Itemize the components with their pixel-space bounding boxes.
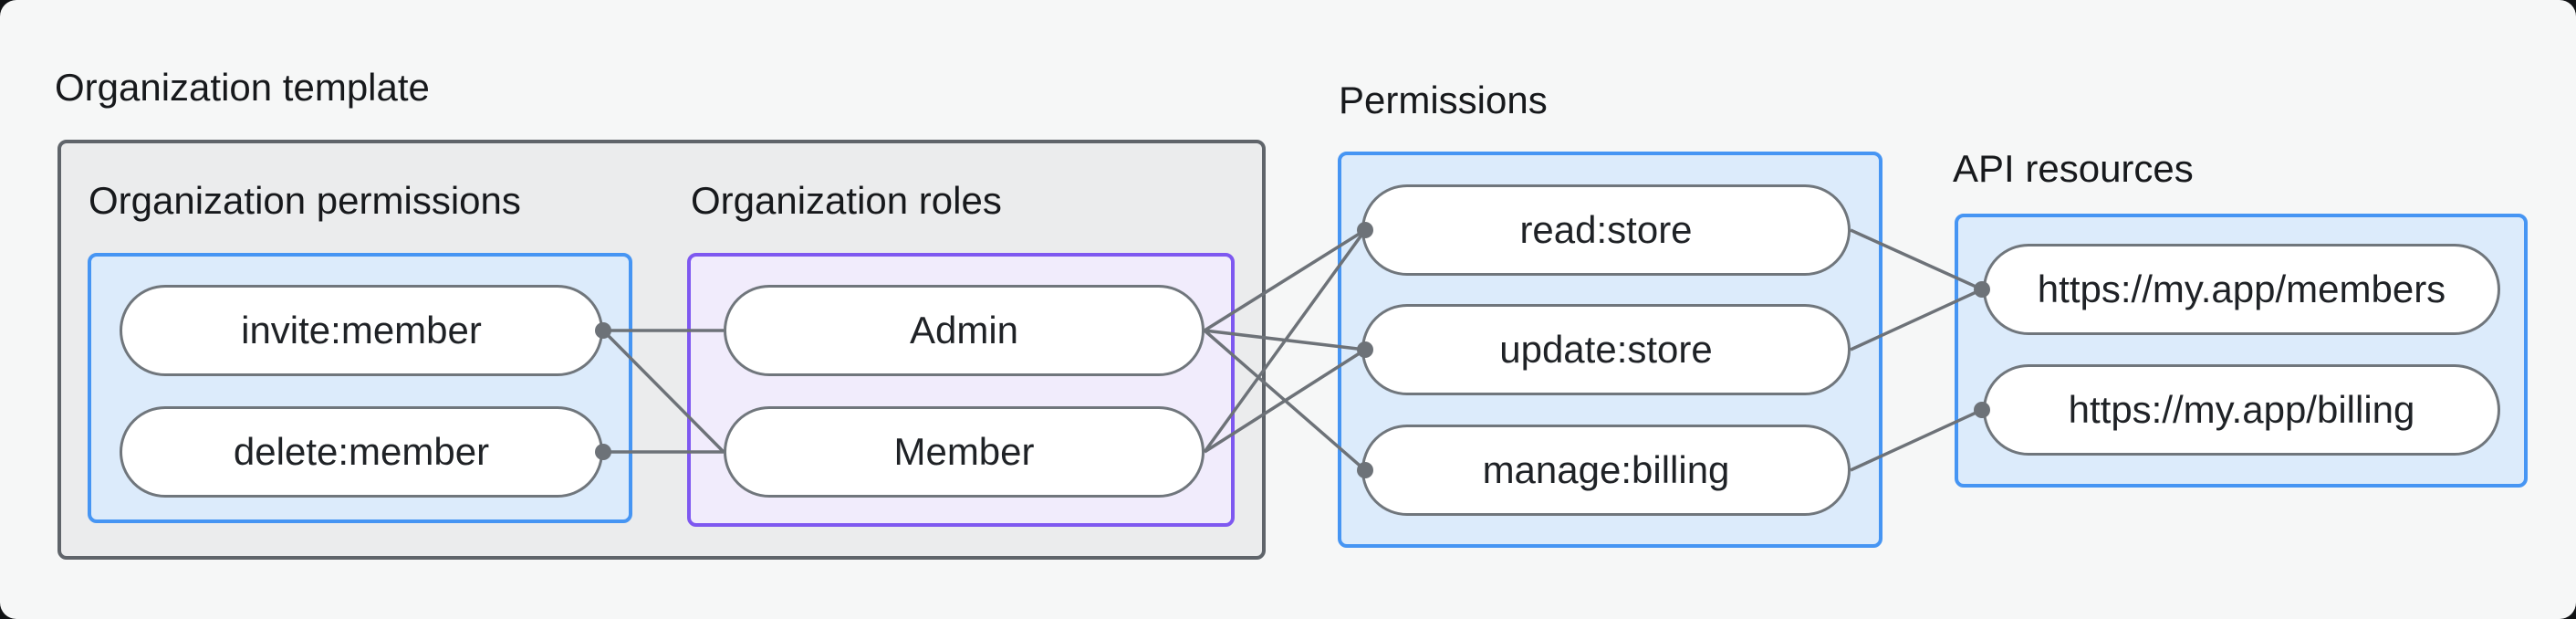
permissions-label: Permissions	[1339, 79, 1548, 121]
diagram-title: Organization template	[55, 66, 430, 109]
node-member: Member	[724, 406, 1205, 498]
organization-roles-label: Organization roles	[691, 179, 1002, 222]
node-invite-member: invite:member	[120, 285, 603, 376]
node-admin: Admin	[724, 285, 1205, 376]
node-read-store: read:store	[1361, 184, 1851, 276]
node-delete-member: delete:member	[120, 406, 603, 498]
organization-permissions-label: Organization permissions	[89, 179, 521, 222]
api-resources-label: API resources	[1953, 147, 2194, 190]
node-update-store: update:store	[1361, 304, 1851, 395]
node-url-billing: https://my.app/billing	[1983, 364, 2500, 456]
node-manage-billing: manage:billing	[1361, 425, 1851, 516]
node-url-members: https://my.app/members	[1983, 244, 2500, 335]
